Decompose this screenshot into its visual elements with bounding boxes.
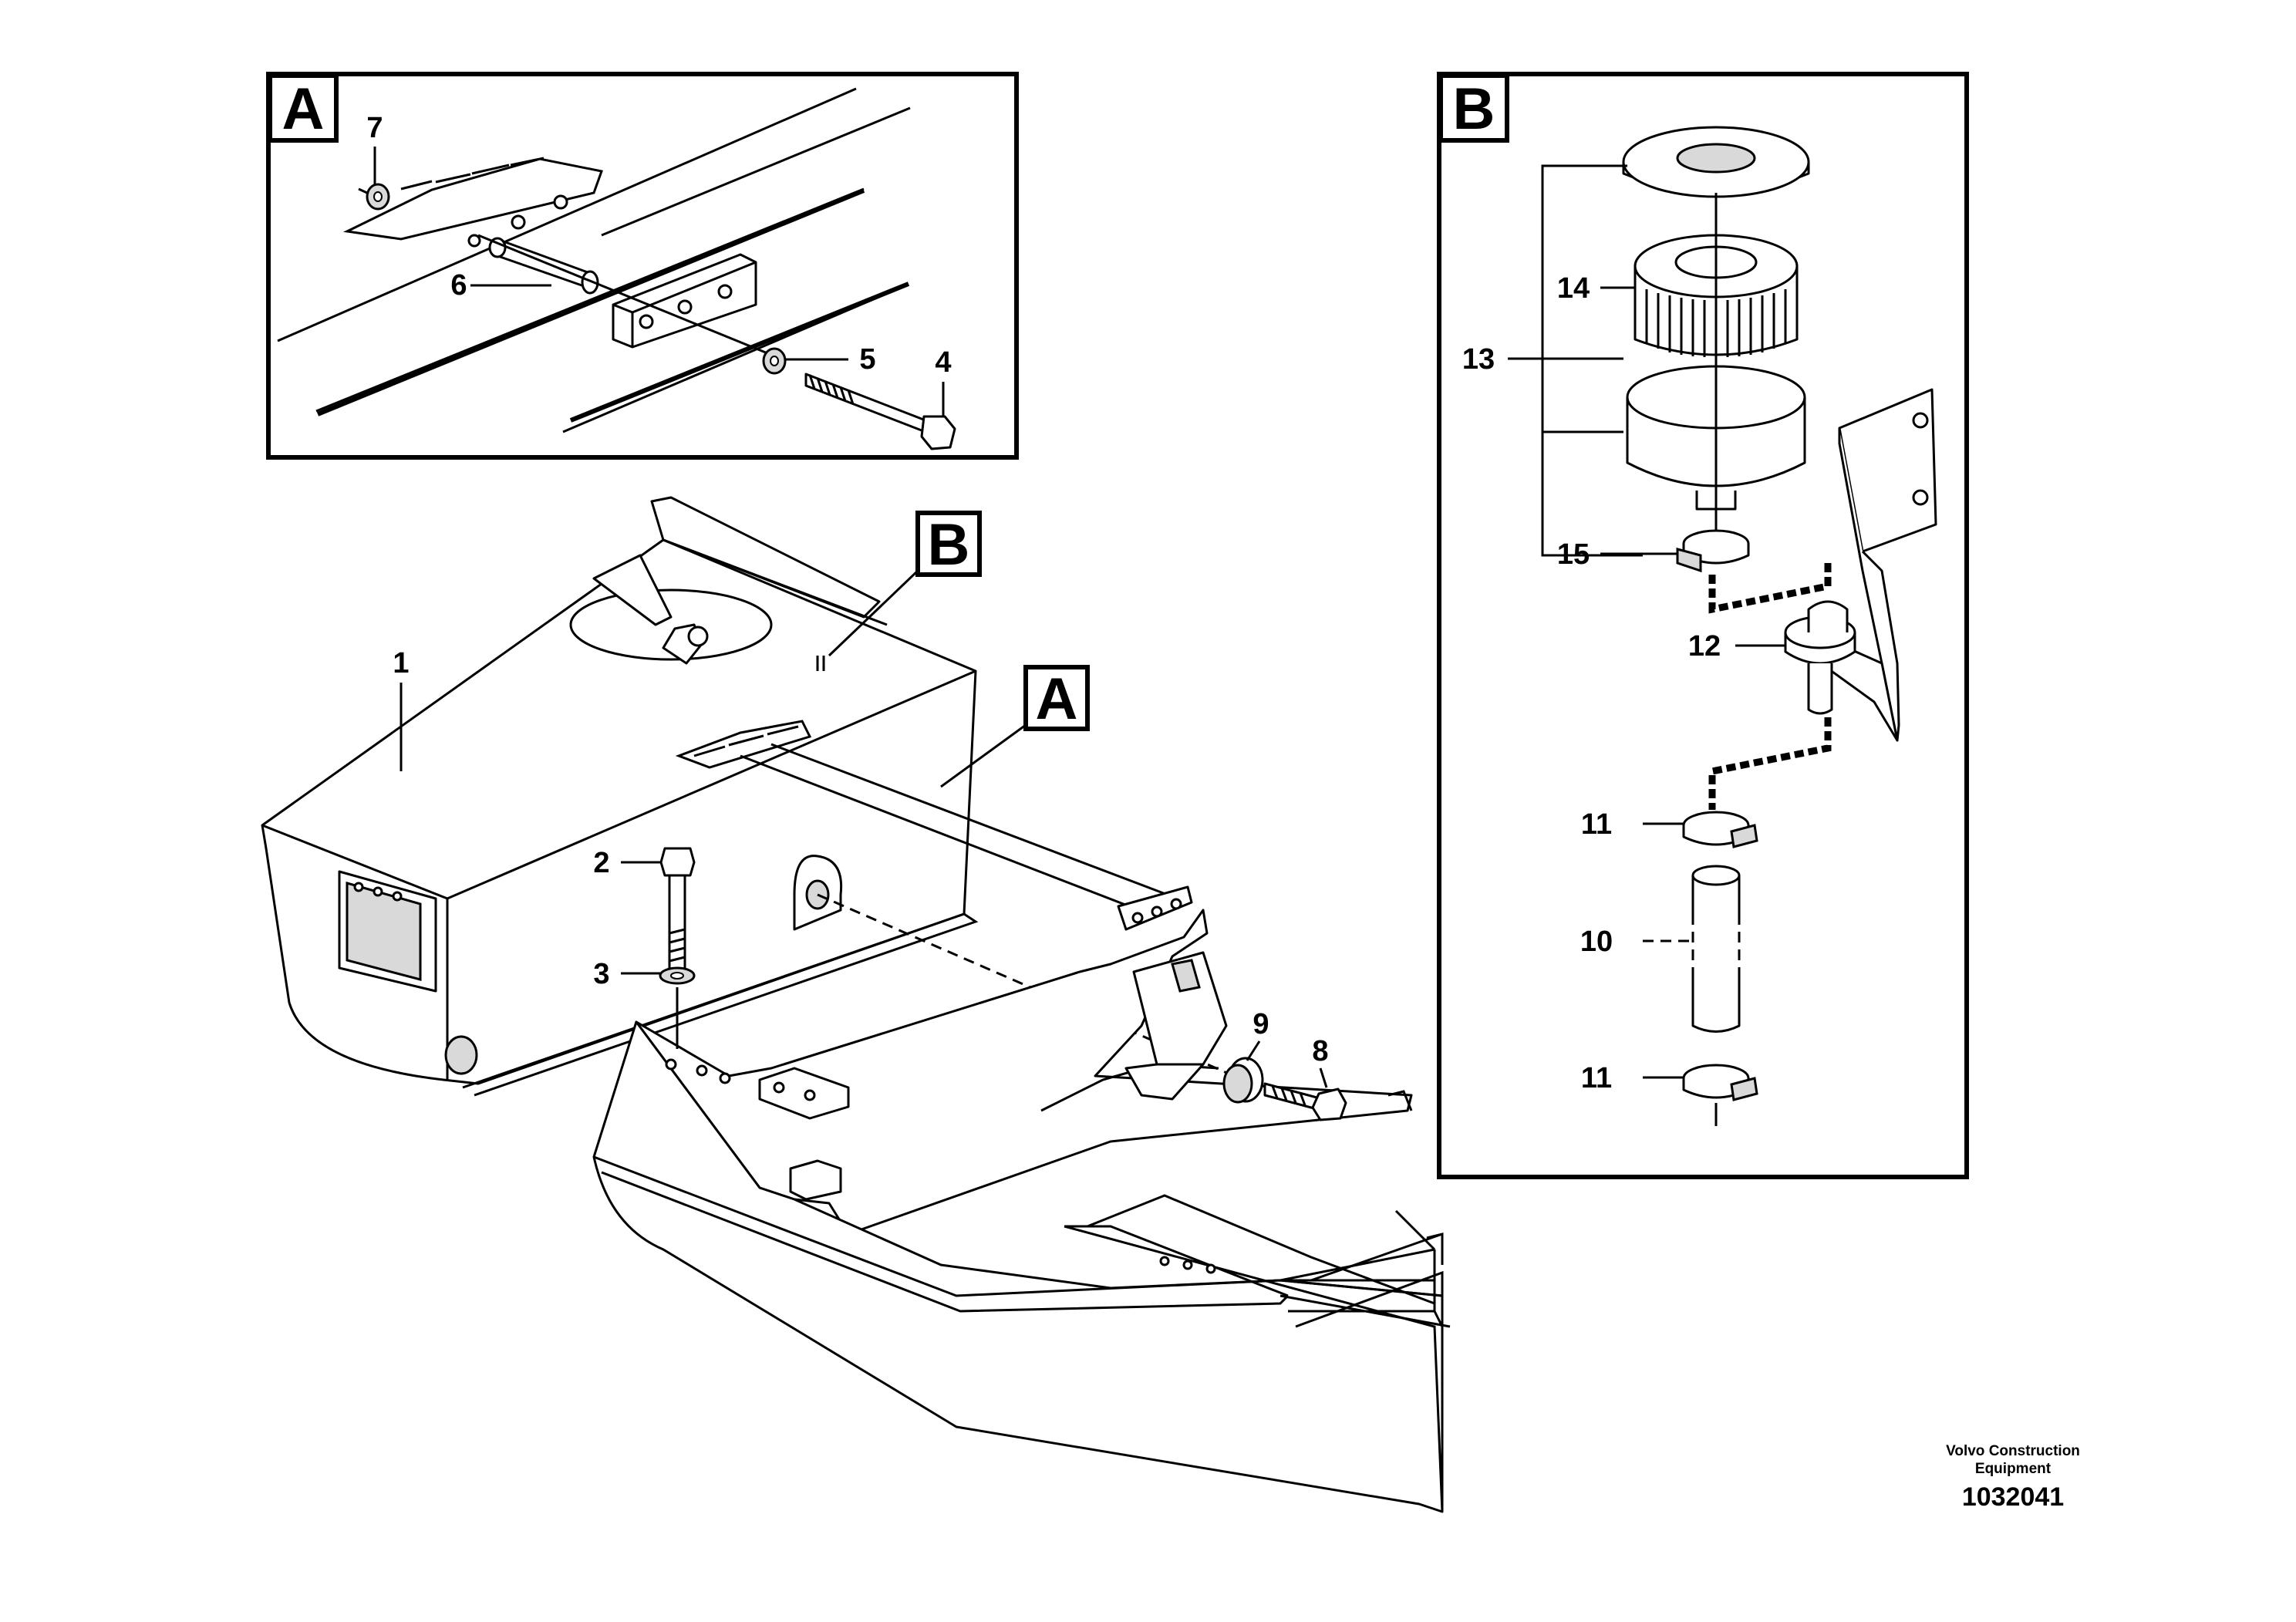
- part-number-14: 14: [1557, 272, 1590, 305]
- part-number-12: 12: [1688, 630, 1721, 663]
- breather-cap: [1622, 126, 1810, 198]
- part-number-4: 4: [935, 346, 951, 379]
- detail-a-fins: [342, 157, 603, 241]
- detail-a-letter: A: [282, 76, 325, 142]
- bolt-8: [1263, 1082, 1347, 1121]
- part-number-10: 10: [1580, 926, 1613, 958]
- bolt-4-head: [920, 415, 956, 450]
- drawing-number: 1032041: [1961, 1482, 2065, 1512]
- part-number-2: 2: [593, 847, 609, 879]
- main-fins: [675, 720, 812, 769]
- bolt-4: [804, 373, 927, 433]
- detail-a-thick-edge-2: [569, 282, 910, 423]
- detail-a-hole: [553, 194, 568, 210]
- part-number-8: 8: [1312, 1035, 1328, 1067]
- hose-lower: [1708, 717, 1832, 810]
- detail-view-b: B: [1437, 72, 1969, 1179]
- hose-10: [1689, 865, 1743, 1033]
- detail-a-tank-edges: [277, 87, 911, 433]
- part-number-6: 6: [450, 269, 467, 302]
- part-number-15: 15: [1557, 538, 1590, 571]
- brand-line-2: Equipment: [1974, 1461, 2052, 1477]
- main-assembly: B A: [261, 496, 1451, 1513]
- hose-upper: [1708, 563, 1832, 614]
- part-number-3: 3: [593, 958, 609, 990]
- callout-b-box: [915, 511, 982, 577]
- callout-a-leader: [940, 723, 1027, 788]
- bracket-12: [1784, 388, 1937, 742]
- callout-b-leader: [828, 569, 919, 657]
- part-number-13: 13: [1462, 343, 1495, 376]
- part-number-7: 7: [366, 112, 383, 144]
- detail-a-hole: [467, 234, 481, 248]
- nut-9: [1222, 1057, 1264, 1104]
- callout-a-box: [1023, 665, 1090, 731]
- detail-a-centerline: [477, 234, 772, 356]
- frame: [592, 909, 1451, 1513]
- callout-b-letter: B: [928, 512, 970, 578]
- hose-clamp-11-upper: [1682, 811, 1758, 848]
- detail-a-thick-edge: [316, 188, 865, 416]
- part-number-11-upper: 11: [1581, 808, 1612, 841]
- part-number-9: 9: [1253, 1008, 1269, 1040]
- rod-a: [740, 754, 1150, 916]
- part-number-1: 1: [393, 647, 409, 679]
- detail-a-letter-box: [268, 73, 339, 143]
- part-number-11-lower: 11: [1581, 1062, 1612, 1094]
- hose-clamp-11-lower: [1682, 1064, 1758, 1126]
- washer-3: [659, 966, 696, 985]
- leader-9: [1246, 1040, 1261, 1061]
- hose-clamp-15: [1676, 529, 1750, 573]
- rod-b: [770, 743, 1188, 904]
- detail-b-frame: [1437, 72, 1969, 1179]
- part-number-5: 5: [859, 343, 875, 376]
- detail-b-letter-box: [1438, 73, 1509, 143]
- leader-8: [1319, 1067, 1328, 1088]
- detail-a-hole: [511, 214, 526, 230]
- detail-b-letter: B: [1453, 76, 1495, 142]
- brand-line-1: Volvo Construction: [1946, 1443, 2080, 1459]
- detail-a-frame: [266, 72, 1019, 460]
- washer-7-hole: [373, 191, 383, 202]
- callout-a-letter: A: [1036, 666, 1078, 732]
- detail-view-a: A 7 6 5: [266, 72, 1019, 460]
- drawing-footer: Volvo Construction Equipment 1032041: [1913, 1442, 2113, 1512]
- hydraulic-tank-1: [261, 496, 979, 1097]
- bolt-2: [659, 847, 696, 977]
- leader-13-bracket: [1541, 164, 1643, 557]
